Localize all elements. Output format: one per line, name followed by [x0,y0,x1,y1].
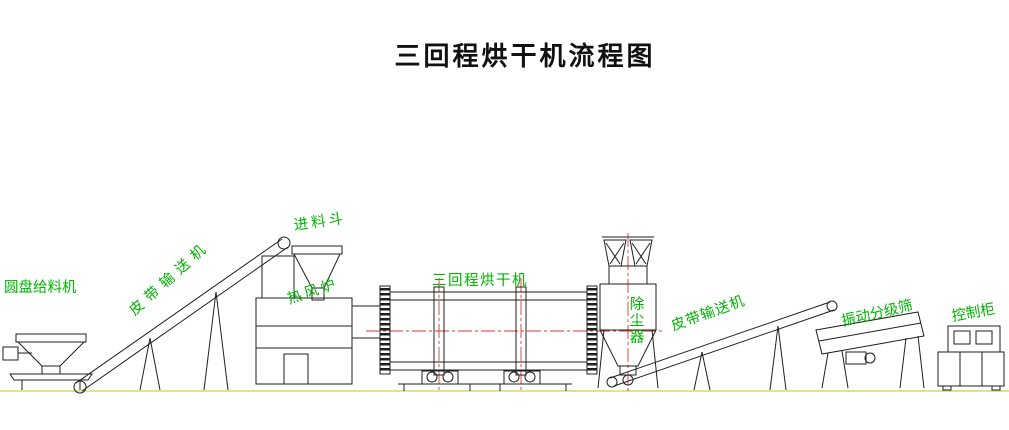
three-pass-dryer-drawing [379,285,598,391]
vibrating-screen-drawing [815,311,925,389]
centerlines [366,233,664,392]
label-three-pass-dryer: 三回程烘干机 [432,273,528,289]
control-cabinet-drawing [937,325,1005,391]
belt-conveyor-2-drawing [606,300,838,391]
label-disc-feeder: 圆盘给料机 [4,280,77,296]
diagram-title: 三回程烘干机流程图 [394,42,656,72]
label-dust-collector: 除尘器 [627,296,644,346]
disc-feeder-drawing [2,333,93,390]
hot-air-furnace-drawing [255,255,380,385]
feed-hopper-drawing [291,245,343,301]
belt-conveyor-1-drawing [73,236,291,394]
dust-collector-drawing [597,236,659,389]
